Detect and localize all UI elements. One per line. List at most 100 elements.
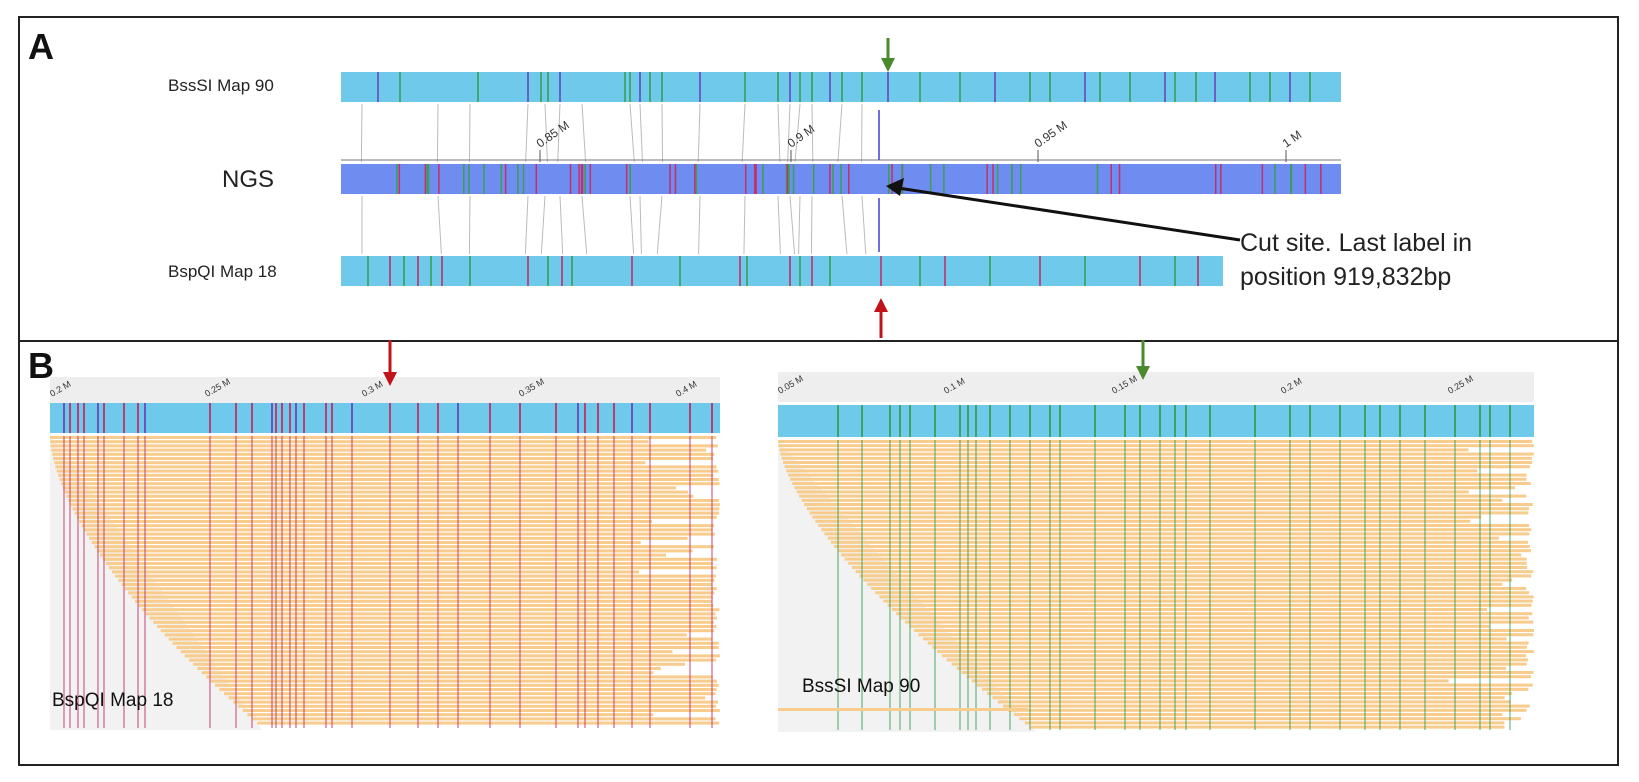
molecule-read [848, 561, 1527, 565]
molecule-read [149, 616, 717, 620]
molecule-read [76, 515, 717, 519]
molecule-read [841, 553, 1522, 557]
ngs-label: NGS [222, 166, 275, 193]
alignment-line [777, 195, 781, 255]
molecule-read [50, 440, 649, 444]
callout-arrow-line [897, 186, 1241, 242]
molecule-read [879, 595, 1534, 599]
right-map-label: BssSI Map 90 [802, 676, 921, 697]
molecule-read [792, 482, 1531, 485]
molecule-read [189, 658, 716, 662]
molecule-read [794, 486, 1516, 490]
molecule-read [233, 700, 718, 704]
bsssi-map-90-label: BssSI Map 90 [168, 76, 274, 95]
molecule-read [796, 490, 1469, 494]
panel-b-letter: B [28, 345, 54, 386]
alignment-line [639, 195, 642, 255]
molecule-read [806, 507, 1530, 511]
alignment-line [544, 103, 548, 163]
molecule-read [778, 444, 1534, 448]
molecule-read [918, 633, 1534, 637]
molecule-read [180, 650, 673, 654]
right-molecule-reads [778, 440, 1534, 730]
alignment-line [811, 103, 814, 163]
molecule-read [70, 503, 720, 507]
molecule-read [781, 456, 1532, 460]
alignment-line [789, 195, 796, 255]
molecule-read [941, 654, 1527, 658]
ngs-ruler-tick-label-4: 1 M [1280, 128, 1304, 151]
molecule-read [788, 473, 1527, 477]
left-molecule-reads [50, 436, 720, 728]
molecule-read [801, 498, 1503, 502]
molecule-read [837, 549, 1531, 553]
red-arrow-up-icon [874, 298, 888, 312]
molecule-read [966, 675, 1532, 679]
alignment-line [661, 103, 664, 163]
molecule-read [900, 616, 1529, 620]
alignment-line [741, 103, 746, 163]
molecule-read [851, 566, 1528, 569]
molecule-read [824, 532, 1530, 536]
molecule-read [783, 461, 1533, 464]
molecule-read [875, 591, 1530, 595]
ngs-site-marks [396, 164, 1322, 194]
molecule-read [84, 528, 713, 532]
molecule-read [121, 583, 713, 586]
molecule-read [830, 540, 1529, 544]
molecule-read [812, 515, 1482, 519]
molecule-read [184, 654, 720, 658]
bsssi-site-marks [377, 72, 1311, 102]
molecule-read [932, 645, 1528, 649]
molecule-read [97, 549, 693, 553]
molecule-read [118, 578, 715, 582]
ngs-ruler-tick-label-3: 0.95 M [1032, 118, 1070, 151]
molecule-read [961, 671, 1534, 674]
molecule-read [913, 629, 1534, 632]
molecule-read [219, 688, 717, 691]
molecule-read [821, 528, 1532, 532]
molecule-read [201, 671, 654, 675]
molecule-read [1024, 721, 1505, 725]
molecule-read [86, 532, 715, 536]
molecule-read [247, 713, 654, 717]
molecule-read [172, 641, 719, 645]
bspqi-map-18-label: BspQI Map 18 [168, 262, 277, 281]
molecule-read [1008, 708, 1527, 712]
molecule-read [927, 641, 1529, 645]
molecule-read [153, 620, 714, 624]
molecule-read [215, 683, 719, 687]
molecule-read [237, 704, 716, 708]
alignment-line [540, 195, 546, 255]
molecule-read [827, 536, 1499, 540]
molecule-read [242, 709, 720, 712]
alignment-line [841, 195, 848, 255]
molecule-read [58, 473, 714, 477]
molecule-read [891, 608, 1488, 611]
alignment-line [777, 103, 781, 163]
molecule-read [197, 667, 661, 670]
alignment-line [437, 195, 442, 255]
molecule-read [992, 696, 1505, 700]
molecule-read [859, 574, 1532, 578]
molecule-read [108, 566, 717, 570]
molecule-read [799, 494, 1527, 498]
alignment-lines [360, 103, 867, 255]
molecule-read [252, 717, 716, 721]
ngs-ruler-tick-label-1: 0.85 M [534, 118, 572, 151]
molecule-read [790, 477, 1527, 481]
molecule-read [51, 448, 707, 452]
molecule-read [164, 633, 687, 637]
right-ruler-bg [778, 372, 1534, 402]
molecule-read [105, 562, 713, 565]
molecule-read [778, 440, 1533, 443]
right-green-arrow-down-icon [1136, 366, 1150, 380]
molecule-read [780, 452, 1534, 456]
molecule-read [56, 469, 719, 473]
molecule-read [79, 520, 652, 523]
bspqi-site-marks [367, 256, 1199, 286]
panel-divider [18, 340, 1619, 342]
molecule-read [100, 553, 666, 557]
molecule-read [210, 679, 717, 683]
